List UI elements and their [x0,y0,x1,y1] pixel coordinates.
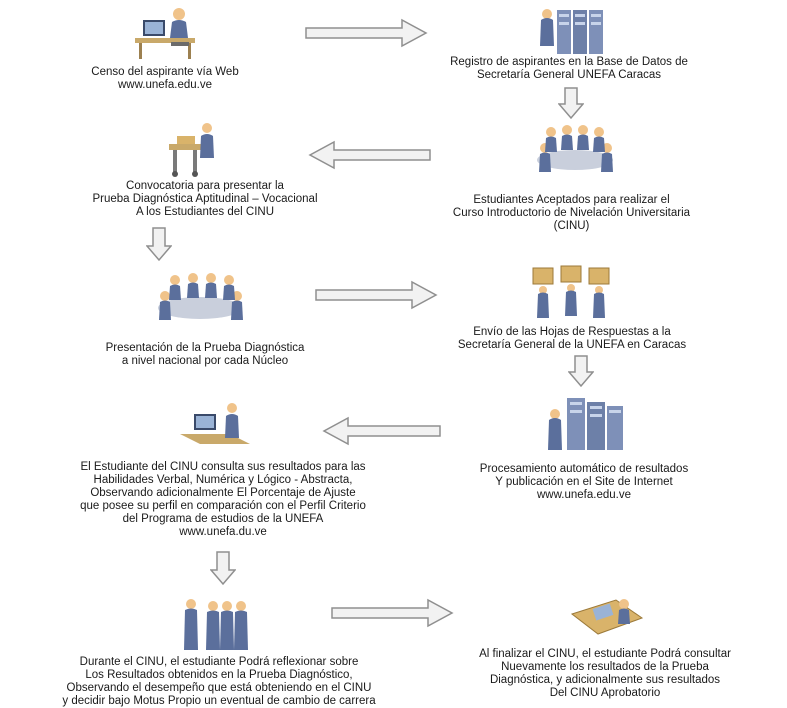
step-reflexion-label: Durante el CINU, el estudiante Podrá ref… [62,656,376,707]
arrow-down-2 [146,227,172,262]
standing-group-icon [184,599,248,650]
step-procesamiento-label: Procesamiento automático de resultados Y… [479,463,689,501]
step-final [560,592,650,644]
arrow-down-4 [210,551,236,586]
step-consulta-label: El Estudiante del CINU consulta sus resu… [80,461,366,538]
step-envio [525,262,625,320]
step-aceptados [520,122,630,182]
step-censo [40,2,290,64]
speaker-podium-icon [169,123,214,177]
workstation-user-icon [180,403,250,444]
step-presentacion-label: Presentación de la Prueba Diagnóstica a … [105,342,305,367]
desk-user-icon [570,599,644,635]
database-servers-icon [540,9,603,54]
step-registro-label: Registro de aspirantes en la Base de Dat… [450,56,688,81]
step-final-label: Al finalizar el CINU, el estudiante Podr… [479,648,731,699]
arrow-right-3 [331,598,454,628]
arrow-left-1 [308,140,431,170]
arrow-left-2 [322,416,441,446]
step-convocatoria-label: Convocatoria para presentar la Prueba Di… [92,180,318,218]
step-reflexion [178,594,258,652]
arrow-right-1 [305,18,428,48]
step-convocatoria [150,118,230,178]
step-procesamiento [540,392,630,454]
courier-boxes-icon [532,265,610,318]
arrow-down-3 [568,355,594,388]
web-user-icon [135,8,195,59]
arrow-down-1 [558,87,584,120]
server-rack-icon [548,398,623,450]
step-consulta [172,398,262,456]
step-registro [512,2,622,58]
step-aceptados-label: Estudiantes Aceptados para realizar el C… [452,194,691,232]
exam-group-icon [158,273,243,320]
meeting-group-icon [537,125,613,172]
arrow-right-2 [315,280,438,310]
step-censo-label: Censo del aspirante vía Web www.unefa.ed… [91,66,239,91]
step-presentacion [140,270,260,330]
step-envio-label: Envío de las Hojas de Respuestas a la Se… [457,326,687,351]
